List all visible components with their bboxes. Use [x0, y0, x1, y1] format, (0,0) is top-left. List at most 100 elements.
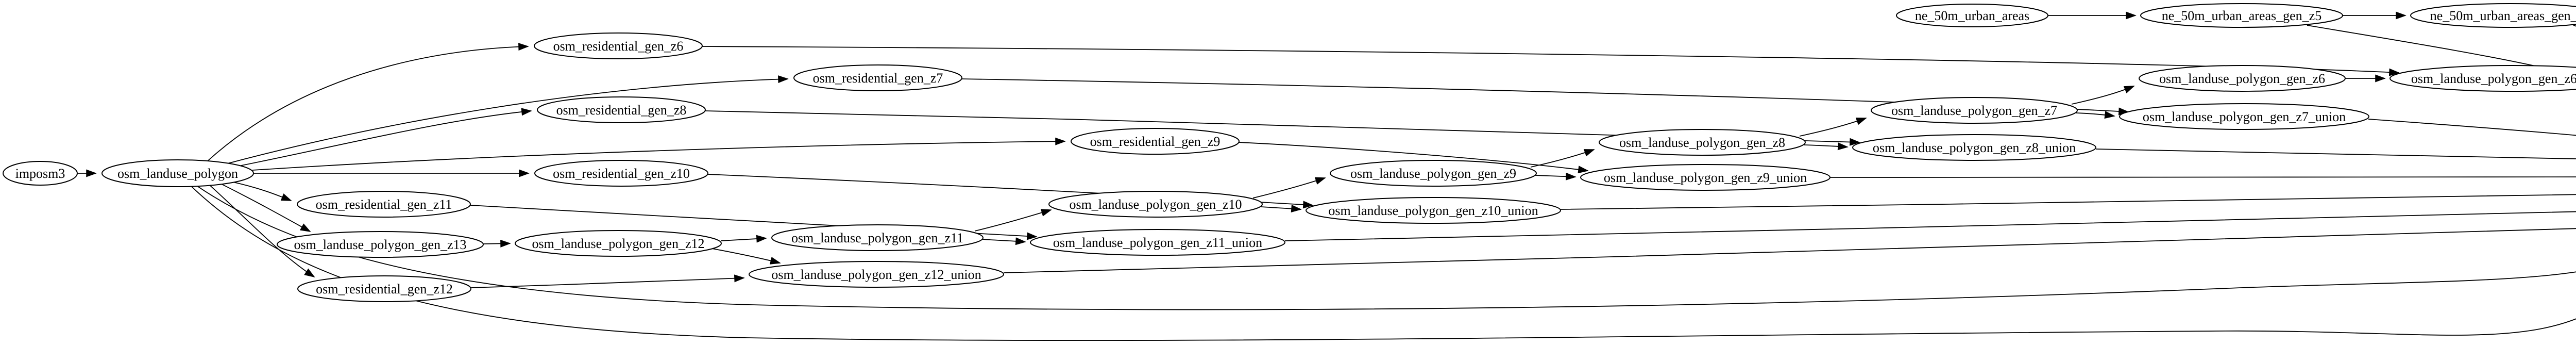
node-label: imposm3	[15, 166, 65, 181]
node-label: osm_residential_gen_z12	[316, 282, 453, 297]
node-osm_landuse_polygon_gen_z11_union: osm_landuse_polygon_gen_z11_union	[1030, 229, 1285, 256]
node-ellipse	[1871, 97, 2078, 124]
edge-layer	[77, 11, 2576, 341]
edge-osm_landuse_polygon-to-osm_residential_gen_z12	[210, 185, 315, 278]
edge-osm_landuse_polygon_gen_z8-to-osm_landuse_polygon_gen_z8_union	[1804, 142, 1849, 151]
node-osm_landuse_polygon_gen_z6: osm_landuse_polygon_gen_z6	[2139, 65, 2346, 92]
node-label: osm_landuse_polygon_gen_z11_union	[1053, 235, 1262, 250]
node-ellipse	[515, 230, 722, 257]
node-ellipse	[1580, 164, 1831, 191]
edge-osm_residential_gen_z9-to-osm_landuse_polygon_gen_z9_union	[1238, 142, 1589, 174]
node-ellipse	[3, 161, 78, 186]
edge-osm_landuse_polygon_gen_z7_union-to-layer_landuse-z7	[2368, 119, 2576, 136]
node-label: osm_landuse_polygon_gen_z7_union	[2143, 109, 2346, 124]
node-osm_landuse_polygon_gen_z9_union: osm_landuse_polygon_gen_z9_union	[1580, 164, 1831, 191]
node-osm_residential_gen_z9: osm_residential_gen_z9	[1071, 128, 1240, 155]
node-osm_landuse_polygon_gen_z8: osm_landuse_polygon_gen_z8	[1599, 129, 1806, 156]
edge-osm_landuse_polygon_gen_z11-to-osm_landuse_polygon_gen_z10	[974, 209, 1052, 232]
node-ne_50m_urban_areas_gen_z4: ne_50m_urban_areas_gen_z4	[2410, 3, 2576, 28]
node-label: osm_landuse_polygon_gen_z10_union	[1328, 203, 1538, 218]
node-ellipse	[1896, 4, 2048, 27]
node-ellipse	[1330, 160, 1537, 187]
node-label: osm_landuse_polygon_gen_z8_union	[1873, 140, 2076, 155]
node-ellipse	[101, 159, 254, 187]
node-osm_residential_gen_z8: osm_residential_gen_z8	[537, 96, 706, 123]
edge-osm_landuse_polygon-to-layer_landuse-z13	[197, 186, 2576, 310]
node-osm_landuse_polygon_gen_z11: osm_landuse_polygon_gen_z11	[771, 224, 984, 251]
node-osm_residential_gen_z10: osm_residential_gen_z10	[534, 160, 708, 187]
edge-osm_landuse_polygon-to-osm_residential_gen_z8	[235, 108, 532, 167]
node-ellipse	[537, 96, 706, 123]
edge-osm_landuse_polygon_gen_z9-to-osm_landuse_polygon_gen_z9_union	[1535, 172, 1577, 180]
node-ellipse	[2139, 65, 2346, 92]
edge-osm_landuse_polygon_gen_z11-to-osm_landuse_polygon_gen_z11_union	[982, 237, 1026, 245]
node-osm_residential_gen_z6: osm_residential_gen_z6	[534, 32, 703, 59]
node-label: osm_landuse_polygon_gen_z6	[2159, 71, 2325, 86]
node-label: osm_landuse_polygon_gen_z8	[1619, 135, 1785, 150]
node-label: osm_residential_gen_z6	[553, 39, 684, 54]
node-label: osm_landuse_polygon	[117, 166, 238, 181]
edge-osm_landuse_polygon-to-osm_residential_gen_z6	[207, 43, 529, 162]
node-ellipse	[1071, 128, 1240, 155]
edge-osm_landuse_polygon-to-osm_landuse_polygon_gen_z13	[221, 184, 311, 232]
node-label: osm_landuse_polygon_gen_z11	[791, 231, 963, 245]
edge-osm_residential_gen_z12-to-osm_landuse_polygon_gen_z12_union	[470, 274, 745, 288]
node-label: osm_landuse_polygon_gen_z12	[532, 236, 704, 251]
edge-osm_landuse_polygon_gen_z12_union-to-layer_landuse-z12	[1003, 228, 2576, 273]
node-ellipse	[2410, 3, 2576, 28]
edge-osm_landuse_polygon_gen_z12-to-osm_landuse_polygon_gen_z12_union	[711, 248, 781, 265]
node-label: ne_50m_urban_areas_gen_z5	[2162, 8, 2321, 23]
node-label: osm_landuse_polygon_gen_z12_union	[771, 267, 981, 282]
edge-osm_landuse_polygon_gen_z8_union-to-layer_landuse-z8	[2095, 149, 2576, 160]
node-ellipse	[2389, 65, 2576, 92]
node-imposm3: imposm3	[3, 161, 78, 186]
node-osm_landuse_polygon_gen_z8_union: osm_landuse_polygon_gen_z8_union	[1852, 134, 2096, 161]
edge-osm_landuse_polygon_gen_z10-to-osm_landuse_polygon_gen_z10_union	[1261, 205, 1302, 212]
node-osm_residential_gen_z11: osm_residential_gen_z11	[297, 191, 471, 218]
node-ellipse	[2140, 3, 2343, 28]
node-osm_landuse_polygon_gen_z10: osm_landuse_polygon_gen_z10	[1048, 191, 1263, 218]
node-label: osm_residential_gen_z9	[1090, 134, 1221, 149]
node-ellipse	[1030, 229, 1285, 256]
edge-osm_landuse_polygon_gen_z9-to-osm_landuse_polygon_gen_z8	[1530, 149, 1595, 168]
node-label: ne_50m_urban_areas	[1915, 8, 2029, 23]
node-osm_landuse_polygon_gen_z10_union: osm_landuse_polygon_gen_z10_union	[1306, 197, 1561, 224]
node-osm_landuse_polygon_gen_z7: osm_landuse_polygon_gen_z7	[1871, 97, 2078, 124]
node-osm_landuse_polygon_gen_z7_union: osm_landuse_polygon_gen_z7_union	[2119, 103, 2369, 130]
edge-osm_landuse_polygon_gen_z8-to-osm_landuse_polygon_gen_z7	[1799, 118, 1867, 137]
edge-osm_landuse_polygon-to-osm_residential_gen_z7	[225, 75, 789, 164]
node-osm_landuse_polygon_gen_z9: osm_landuse_polygon_gen_z9	[1330, 160, 1537, 187]
node-label: osm_landuse_polygon_gen_z9_union	[1604, 170, 1807, 185]
node-ellipse	[1599, 129, 1806, 156]
node-ellipse	[793, 64, 962, 91]
node-ellipse	[534, 32, 703, 59]
node-osm_landuse_polygon_gen_z6_union: osm_landuse_polygon_gen_z6_union	[2389, 65, 2576, 92]
node-ellipse	[277, 231, 484, 258]
edge-osm_landuse_polygon_gen_z10-to-osm_landuse_polygon_gen_z9	[1252, 177, 1326, 199]
node-layer: imposm3 osm_landuse_polygon osm_resident…	[3, 3, 2576, 302]
edge-osm_landuse_polygon-to-layer_landuse-z14plus	[191, 186, 2576, 341]
edge-osm_landuse_polygon-to-osm_residential_gen_z11	[232, 182, 292, 201]
node-ne_50m_urban_areas: ne_50m_urban_areas	[1896, 4, 2048, 27]
node-label: osm_residential_gen_z7	[813, 71, 943, 86]
node-label: osm_residential_gen_z10	[553, 166, 690, 181]
edge-osm_residential_gen_z6-to-osm_landuse_polygon_gen_z6_union	[702, 46, 2400, 76]
node-ellipse	[534, 160, 708, 187]
node-osm_landuse_polygon: osm_landuse_polygon	[101, 159, 254, 187]
node-ellipse	[297, 191, 471, 218]
node-osm_residential_gen_z7: osm_residential_gen_z7	[793, 64, 962, 91]
node-label: osm_residential_gen_z8	[556, 103, 687, 118]
node-label: osm_landuse_polygon_gen_z9	[1350, 166, 1516, 181]
node-label: osm_landuse_polygon_gen_z13	[294, 237, 466, 252]
edge-osm_landuse_polygon_gen_z7-to-osm_landuse_polygon_gen_z6	[2071, 86, 2135, 105]
node-label: osm_landuse_polygon_gen_z6_union	[2411, 71, 2576, 86]
node-ellipse	[2119, 103, 2369, 130]
node-ellipse	[1048, 191, 1263, 218]
edge-osm_landuse_polygon_gen_z13-to-osm_landuse_polygon_gen_z12	[483, 239, 511, 248]
node-osm_residential_gen_z12: osm_residential_gen_z12	[297, 275, 471, 302]
node-osm_landuse_polygon_gen_z13: osm_landuse_polygon_gen_z13	[277, 231, 484, 258]
node-label: osm_landuse_polygon_gen_z7	[1891, 103, 2057, 118]
node-ellipse	[1306, 197, 1561, 224]
node-ellipse	[1852, 134, 2096, 161]
